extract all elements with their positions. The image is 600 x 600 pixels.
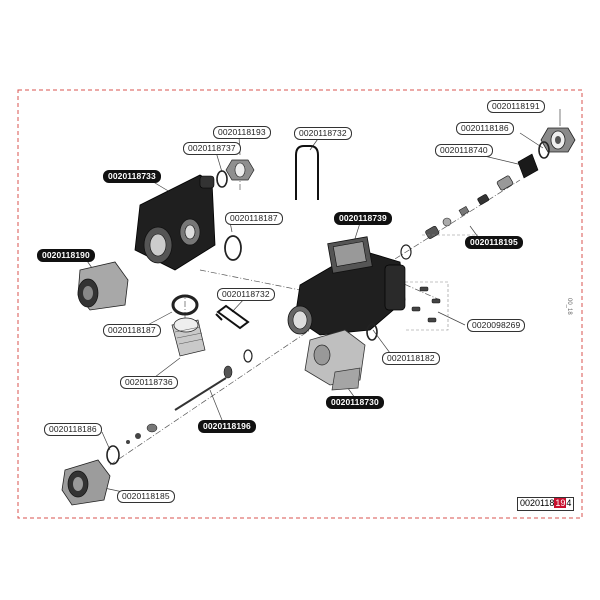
- part-label-19[interactable]: 0020118186: [44, 423, 102, 436]
- part-label-2[interactable]: 0020118186: [456, 122, 514, 135]
- part-label-15[interactable]: 0020118190: [37, 249, 95, 262]
- sheet-ref-prefix: 0020118: [520, 498, 555, 508]
- u-clip: [295, 145, 319, 200]
- part-label-11[interactable]: 0020118193: [213, 126, 271, 139]
- valve-insert-right: [400, 175, 514, 260]
- sheet-ref-suffix: 4: [566, 498, 572, 508]
- main-valve-body: [287, 236, 406, 336]
- part-label-1[interactable]: 0020118191: [487, 100, 545, 113]
- part-label-14[interactable]: 0020118187: [225, 212, 283, 225]
- o-ring-top-left: [216, 170, 228, 188]
- part-label-20[interactable]: 0020118185: [117, 490, 175, 503]
- sheet-reference: 0020118194: [517, 497, 575, 511]
- flat-washer: [171, 294, 199, 316]
- sheet-ref-highlight: 19: [554, 498, 567, 508]
- nut-top-right: [540, 127, 576, 153]
- part-label-9[interactable]: 0020118732: [294, 127, 352, 140]
- fitting-left: [77, 261, 129, 311]
- part-label-3[interactable]: 0020118740: [435, 144, 493, 157]
- key-clip: [215, 304, 250, 330]
- part-label-10[interactable]: 0020118732: [217, 288, 275, 301]
- part-label-8[interactable]: 0020118739: [334, 212, 392, 225]
- dashed-frame: [17, 89, 583, 519]
- o-ring-manifold: [366, 323, 378, 341]
- threaded-nipple: [171, 317, 206, 357]
- cone-insert: [517, 153, 539, 179]
- part-label-7[interactable]: 0020118730: [326, 396, 384, 409]
- part-label-13[interactable]: 0020118733: [103, 170, 161, 183]
- spindle-parts: [126, 349, 253, 444]
- part-label-12[interactable]: 0020118737: [183, 142, 241, 155]
- part-label-6[interactable]: 0020118182: [382, 352, 440, 365]
- side-code: 00_18: [566, 298, 572, 315]
- o-ring-left-body: [224, 235, 242, 261]
- left-valve-body: [134, 174, 216, 271]
- o-ring-bottom-left: [106, 445, 120, 465]
- screws: [411, 286, 441, 323]
- nut-top-left: [225, 159, 255, 181]
- o-ring-top-right: [538, 141, 550, 159]
- part-label-4[interactable]: 0020118195: [465, 236, 523, 249]
- part-label-18[interactable]: 0020118196: [198, 420, 256, 433]
- part-label-16[interactable]: 0020118187: [103, 324, 161, 337]
- part-label-5[interactable]: 0020098269: [467, 319, 526, 332]
- part-label-17[interactable]: 0020118736: [120, 376, 178, 389]
- nut-bottom-left: [61, 459, 111, 506]
- grey-manifold: [304, 329, 366, 391]
